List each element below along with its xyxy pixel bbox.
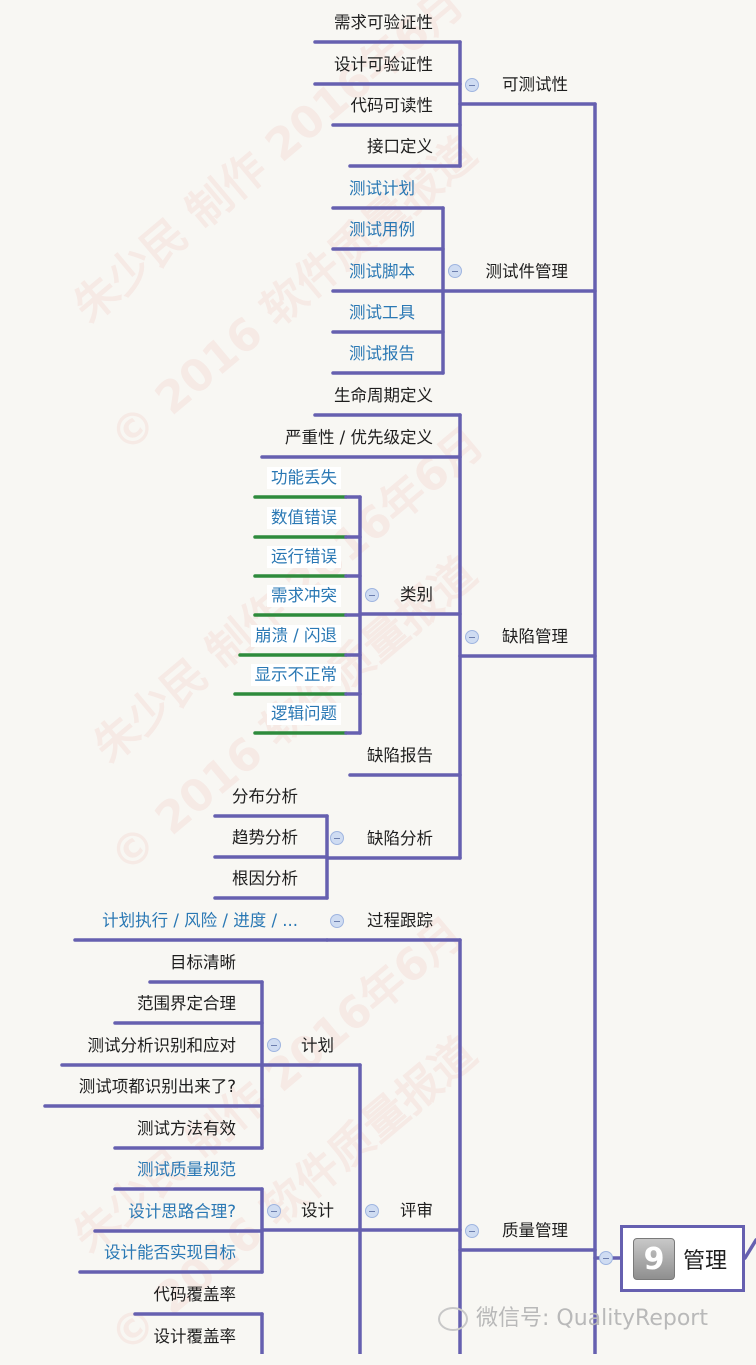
topic-代码覆盖率[interactable]: 代码覆盖率: [153, 1285, 237, 1304]
collapse-toggle-icon[interactable]: [267, 1038, 281, 1052]
collapse-toggle-icon[interactable]: [267, 1204, 281, 1218]
topic-根因分析[interactable]: 根因分析: [232, 869, 298, 888]
topic-缺陷报告[interactable]: 缺陷报告: [367, 746, 433, 765]
topic-需求冲突[interactable]: 需求冲突: [267, 585, 341, 607]
topic-功能丢失[interactable]: 功能丢失: [267, 467, 341, 489]
topic-测试脚本[interactable]: 测试脚本: [349, 262, 415, 281]
collapse-toggle-icon[interactable]: [599, 1251, 613, 1265]
topic-生命周期定义[interactable]: 生命周期定义: [334, 386, 433, 405]
topic-计划执行-风险-进度-[interactable]: 计划执行 / 风险 / 进度 / ...: [102, 911, 298, 930]
topic-设计可验证性[interactable]: 设计可验证性: [334, 55, 433, 74]
topic-崩溃-闪退[interactable]: 崩溃 / 闪退: [250, 625, 341, 647]
topic-测试报告[interactable]: 测试报告: [349, 344, 415, 363]
topic-趋势分析[interactable]: 趋势分析: [232, 828, 298, 847]
root-topic[interactable]: 9 管理: [620, 1225, 745, 1292]
topic-显示不正常[interactable]: 显示不正常: [250, 664, 341, 686]
topic-测试项都识别出来了-[interactable]: 测试项都识别出来了?: [78, 1077, 236, 1096]
topic-测试工具[interactable]: 测试工具: [349, 303, 415, 322]
topic-目标清晰[interactable]: 目标清晰: [170, 953, 236, 972]
topic-测试件管理[interactable]: 测试件管理: [485, 262, 569, 281]
wechat-watermark: 微信号: QualityReport: [438, 1300, 708, 1332]
topic-计划[interactable]: 计划: [301, 1036, 334, 1055]
collapse-toggle-icon[interactable]: [330, 831, 344, 845]
topic-number-badge: 9: [633, 1238, 675, 1280]
collapse-toggle-icon[interactable]: [365, 588, 379, 602]
topic-范围界定合理[interactable]: 范围界定合理: [137, 994, 236, 1013]
root-topic-label: 管理: [683, 1249, 728, 1274]
topic-缺陷分析[interactable]: 缺陷分析: [367, 829, 433, 848]
topic-测试方法有效[interactable]: 测试方法有效: [137, 1119, 236, 1138]
collapse-toggle-icon[interactable]: [465, 1224, 479, 1238]
collapse-toggle-icon[interactable]: [465, 630, 479, 644]
topic-测试计划[interactable]: 测试计划: [349, 179, 415, 198]
topic-评审[interactable]: 评审: [400, 1201, 433, 1220]
topic-测试质量规范[interactable]: 测试质量规范: [137, 1160, 236, 1179]
collapse-toggle-icon[interactable]: [465, 78, 479, 92]
topic-需求可验证性[interactable]: 需求可验证性: [334, 13, 433, 32]
wechat-label: 微信号: QualityReport: [476, 1306, 708, 1331]
topic-数值错误[interactable]: 数值错误: [267, 507, 341, 529]
collapse-toggle-icon[interactable]: [330, 914, 344, 928]
topic-缺陷管理[interactable]: 缺陷管理: [502, 627, 568, 646]
collapse-toggle-icon[interactable]: [365, 1204, 379, 1218]
topic-接口定义[interactable]: 接口定义: [367, 137, 433, 156]
topic-设计能否实现目标[interactable]: 设计能否实现目标: [104, 1243, 236, 1262]
wechat-icon: [438, 1307, 468, 1331]
topic-代码可读性[interactable]: 代码可读性: [350, 96, 434, 115]
topic-设计思路合理-[interactable]: 设计思路合理?: [128, 1202, 236, 1221]
topic-可测试性[interactable]: 可测试性: [502, 75, 568, 94]
topic-测试用例[interactable]: 测试用例: [349, 220, 415, 239]
topic-质量管理[interactable]: 质量管理: [502, 1221, 568, 1240]
topic-测试分析识别和应对[interactable]: 测试分析识别和应对: [87, 1036, 237, 1055]
topic-逻辑问题[interactable]: 逻辑问题: [267, 703, 341, 725]
topic-分布分析[interactable]: 分布分析: [232, 787, 298, 806]
topic-设计覆盖率[interactable]: 设计覆盖率: [153, 1327, 237, 1346]
topic-运行错误[interactable]: 运行错误: [267, 546, 341, 568]
topic-设计[interactable]: 设计: [301, 1201, 334, 1220]
topic-严重性-优先级定义[interactable]: 严重性 / 优先级定义: [284, 428, 433, 447]
root-connector: [743, 1238, 756, 1260]
collapse-toggle-icon[interactable]: [448, 264, 462, 278]
topic-过程跟踪[interactable]: 过程跟踪: [367, 911, 433, 930]
topic-类别[interactable]: 类别: [400, 585, 433, 604]
